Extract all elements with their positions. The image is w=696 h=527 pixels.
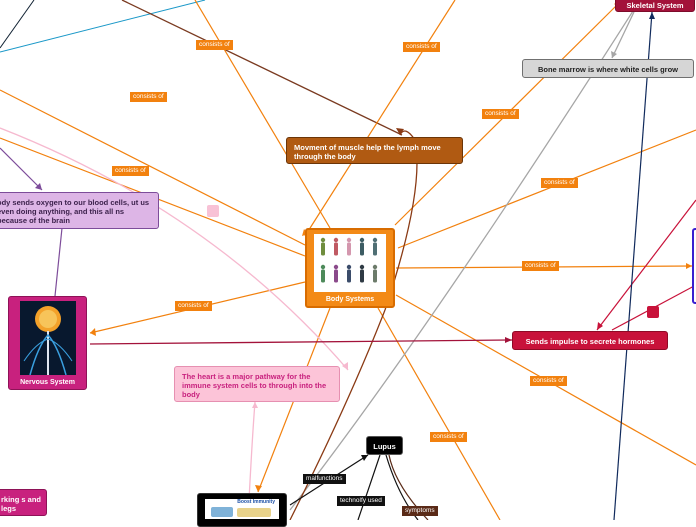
label-consists-of: consists of — [482, 109, 519, 119]
muscle-lymph-label: Movment of muscle help the lymph move th… — [294, 143, 441, 161]
label-symptoms: symptoms — [402, 506, 438, 516]
label-consists-of: consists of — [530, 376, 567, 386]
immunity-graphic-2 — [237, 508, 271, 517]
label-consists-of: consists of — [130, 92, 167, 102]
body-systems-image — [314, 234, 386, 292]
central-topic-label: Body Systems — [325, 296, 375, 303]
boost-immunity-image: Boost Immunity — [205, 499, 279, 519]
topic-skeletal-system[interactable]: Skeletal System — [615, 0, 695, 12]
label-consists-of: consists of — [522, 261, 559, 271]
topic-working-arms-legs[interactable]: rking s and legs — [0, 489, 47, 516]
bone-marrow-label: Bone marrow is where white cells grow — [537, 65, 679, 74]
boost-immunity-title: Boost Immunity — [237, 499, 275, 505]
topic-lupus[interactable]: Lupus — [366, 436, 403, 455]
topic-boost-immunity[interactable]: Boost Immunity — [197, 493, 287, 527]
offscreen-node-right[interactable] — [692, 228, 696, 304]
topic-nervous-system[interactable]: Nervous System — [8, 296, 87, 390]
lupus-label: Lupus — [373, 442, 396, 451]
label-consists-of: consists of — [403, 42, 440, 52]
immunity-graphic — [211, 507, 233, 517]
oxygen-brain-label: ody sends oxygen to our blood cells, ut … — [0, 198, 150, 225]
nervous-system-label: Nervous System — [20, 379, 75, 386]
label-technology-used: technolfy used — [337, 496, 385, 506]
topic-oxygen-brain[interactable]: ody sends oxygen to our blood cells, ut … — [0, 192, 159, 229]
central-topic-body-systems[interactable]: Body Systems — [305, 228, 395, 308]
label-consists-of: consists of — [430, 432, 467, 442]
topic-muscle-lymph[interactable]: Movment of muscle help the lymph move th… — [286, 137, 463, 164]
topic-heart-pathway[interactable]: The heart is a major pathway for the imm… — [174, 366, 340, 402]
nervous-system-image — [19, 301, 76, 375]
heart-pathway-label: The heart is a major pathway for the imm… — [182, 372, 327, 399]
topic-bone-marrow[interactable]: Bone marrow is where white cells grow — [522, 59, 694, 78]
label-consists-of: consists of — [196, 40, 233, 50]
working-arms-legs-label: rking s and legs — [1, 495, 42, 513]
label-consists-of: consists of — [112, 166, 149, 176]
label-consists-of: consists of — [541, 178, 578, 188]
label-consists-of: consists of — [175, 301, 212, 311]
topic-sends-impulse[interactable]: Sends impulse to secrete hormones — [512, 331, 668, 350]
label-malfunctions: malfunctions — [303, 474, 346, 484]
brain-spine-icon — [23, 306, 72, 375]
human-figures-icon — [320, 237, 378, 283]
skeletal-system-label: Skeletal System — [626, 1, 684, 10]
sends-impulse-label: Sends impulse to secrete hormones — [525, 337, 655, 346]
